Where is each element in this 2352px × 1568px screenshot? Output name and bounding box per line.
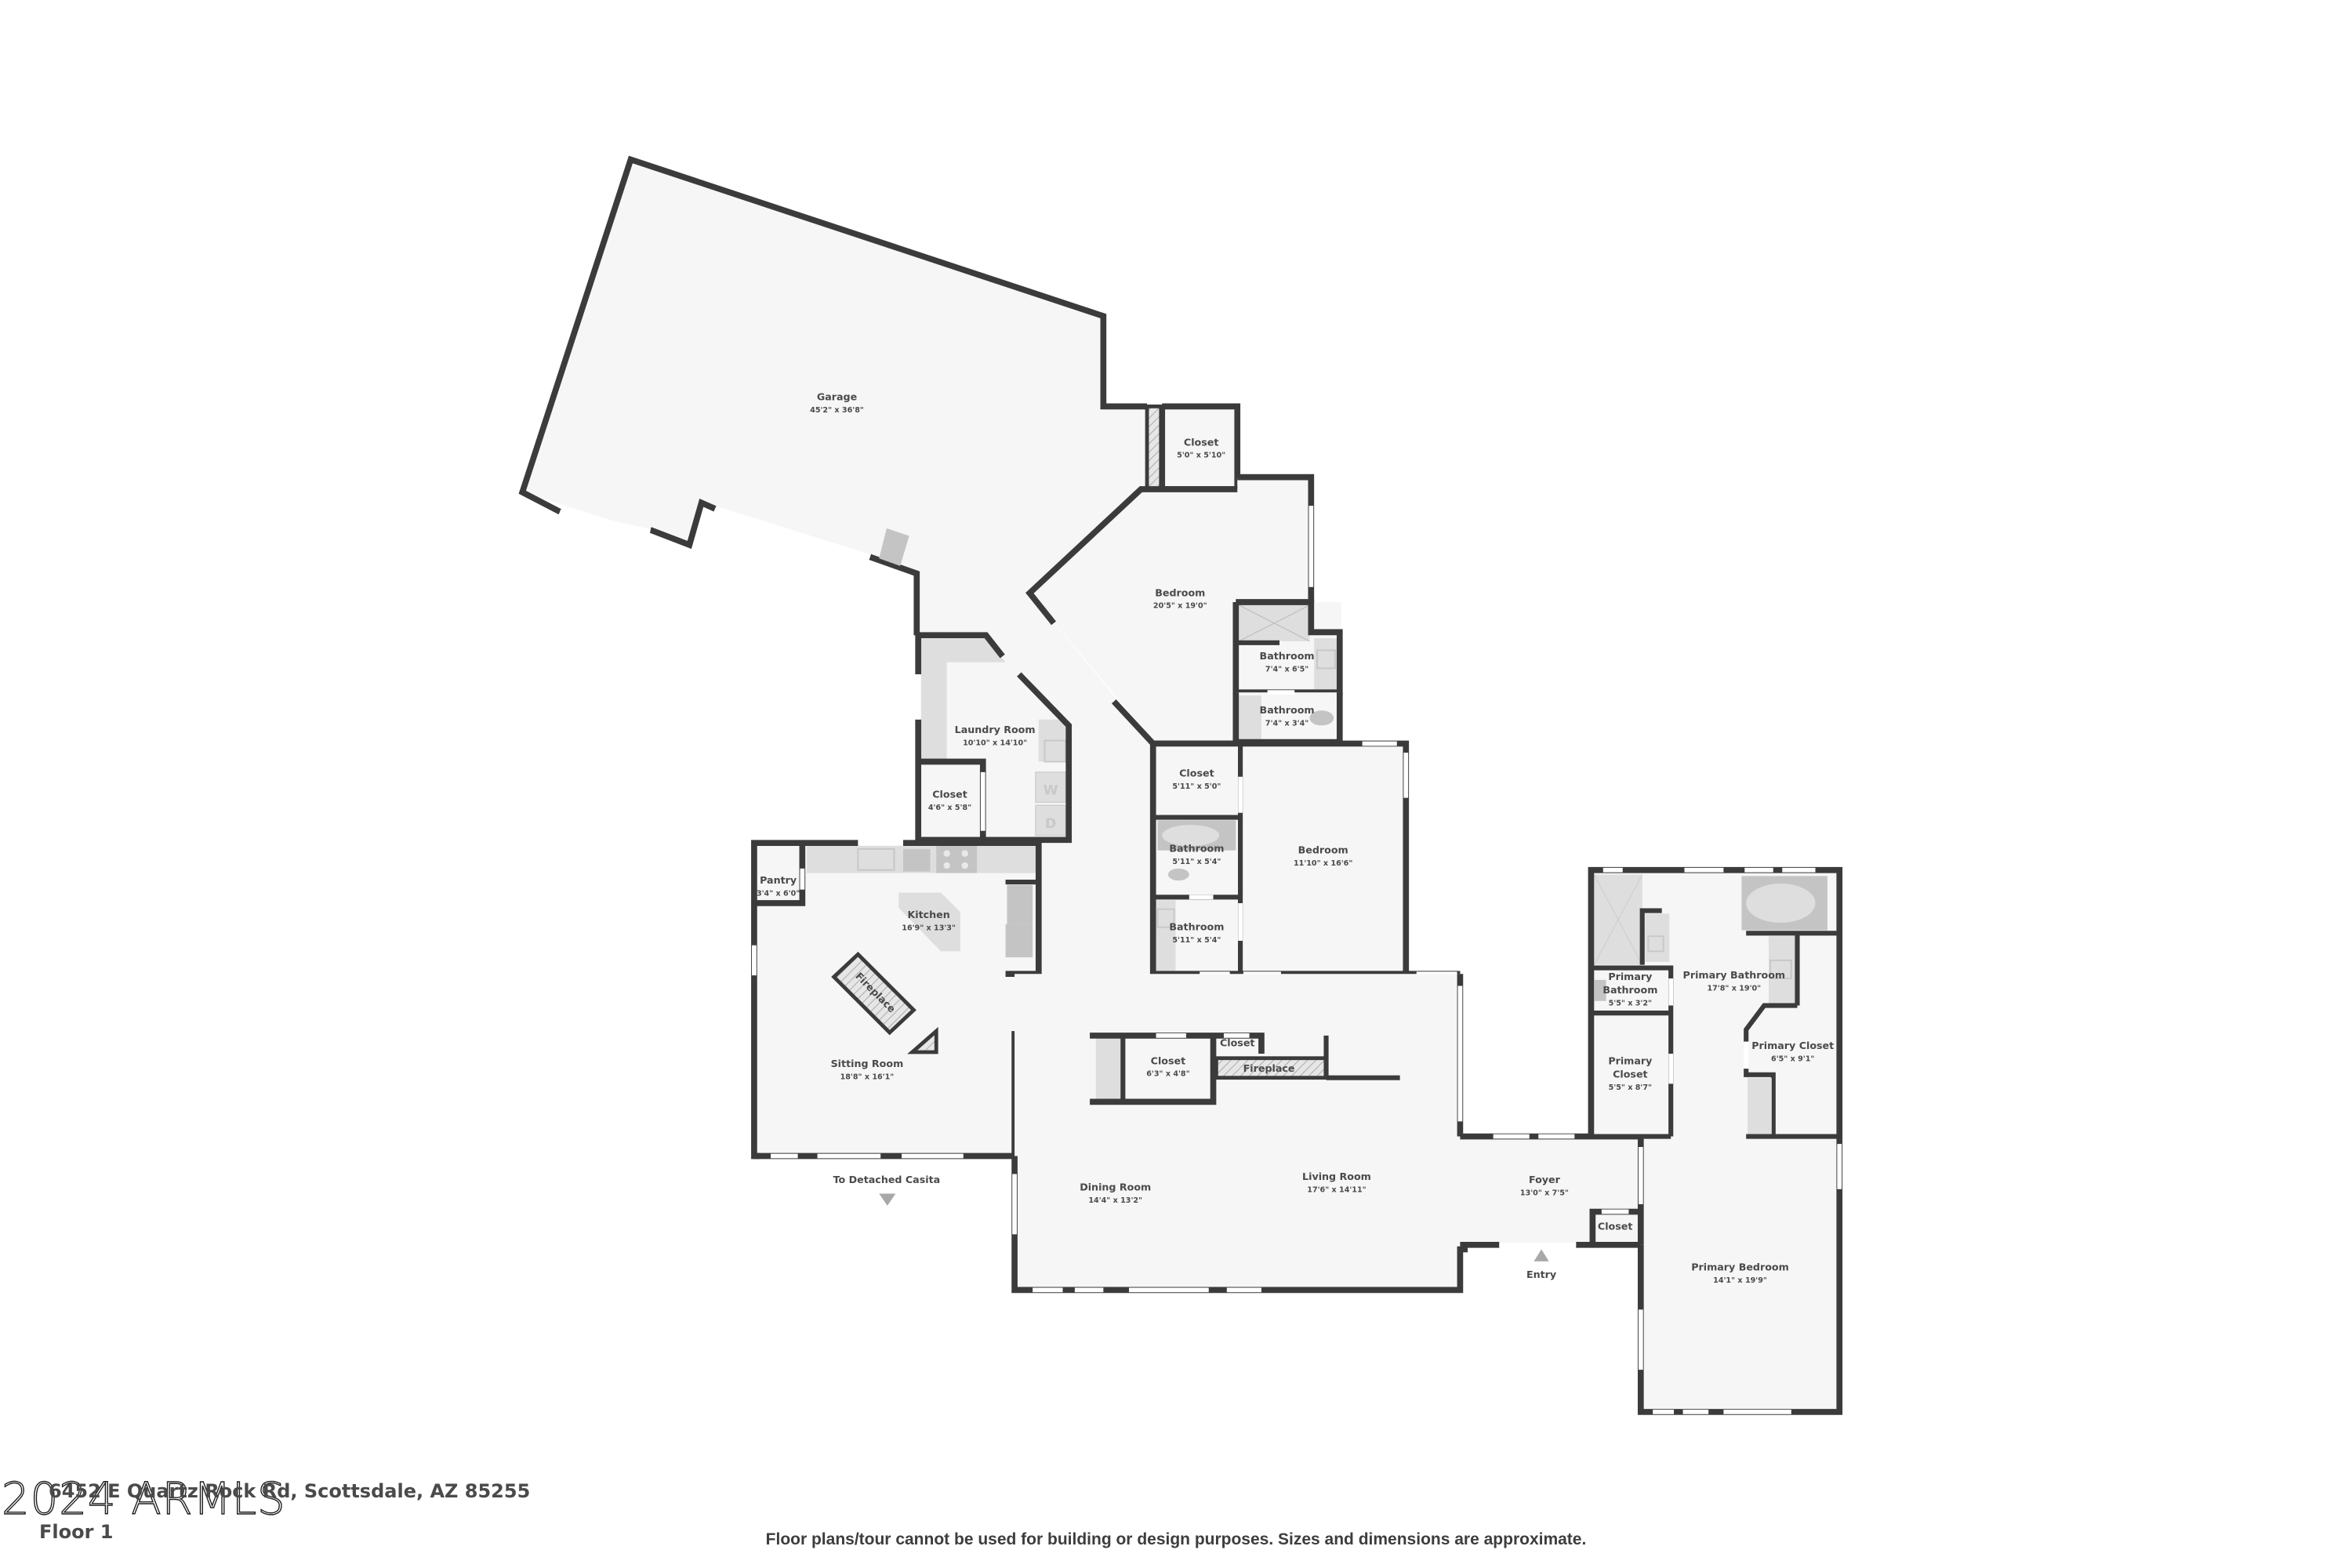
arrow-down-icon xyxy=(879,1193,896,1206)
bathroom-2: Bathroom 7'4" x 3'4" xyxy=(1232,690,1343,746)
bathroom-1-label: Bathroom xyxy=(1260,650,1315,662)
bedroom-1-dimensions: 20'5" x 19'0" xyxy=(1153,602,1207,611)
sitting-room-dimensions: 18'8" x 16'1" xyxy=(840,1073,895,1082)
living-room-label: Living Room xyxy=(1302,1171,1371,1182)
oven-icon xyxy=(1005,924,1033,958)
primary-closet-1-dimensions: 5'5" x 8'7" xyxy=(1609,1083,1652,1092)
disclaimer: Floor plans/tour cannot be used for buil… xyxy=(765,1530,1587,1548)
bathroom-1-dimensions: 7'4" x 6'5" xyxy=(1265,665,1308,673)
washer-label: W xyxy=(1044,783,1058,799)
primary-bathroom-small-label-2: Bathroom xyxy=(1602,984,1657,996)
garage-label: Garage xyxy=(817,391,857,403)
bathroom-3-dimensions: 5'11" x 5'4" xyxy=(1172,858,1221,866)
bathroom-4-dimensions: 5'11" x 5'4" xyxy=(1172,936,1221,945)
garage-room: Garage 45'2" x 36'8" xyxy=(518,155,1161,975)
bathtub-icon xyxy=(1162,825,1220,847)
cooktop-icon xyxy=(936,846,978,873)
bathroom-2-dimensions: 7'4" x 3'4" xyxy=(1265,719,1308,728)
closet-laundry-dimensions: 4'6" x 5'8" xyxy=(928,804,971,812)
garage-dimensions: 45'2" x 36'8" xyxy=(810,406,864,415)
bathroom-4-label: Bathroom xyxy=(1169,921,1224,933)
foyer-label: Foyer xyxy=(1529,1174,1561,1185)
arrow-up-icon xyxy=(1534,1249,1549,1261)
bathroom-3-label: Bathroom xyxy=(1169,843,1224,855)
primary-bathroom-label: Primary Bathroom xyxy=(1683,969,1786,981)
closet-laundry-label: Closet xyxy=(932,789,967,800)
laundry-room: W D Laundry Room 10'10" x 14'10" xyxy=(915,632,1073,844)
floor-label: Floor 1 xyxy=(39,1521,114,1543)
laundry-dimensions: 10'10" x 14'10" xyxy=(963,739,1027,747)
kitchen-dimensions: 16'9" x 13'3" xyxy=(902,924,956,933)
closet-foyer-label: Closet xyxy=(1598,1221,1633,1232)
dryer-label: D xyxy=(1045,816,1056,832)
pantry-dimensions: 3'4" x 6'0" xyxy=(757,889,800,898)
bedroom-2-wing: Closet 5'11" x 5'0" Bathroom 5'11" x 5'4… xyxy=(1152,740,1410,975)
laundry-label: Laundry Room xyxy=(955,724,1036,735)
closet-bedroom-2-dimensions: 5'11" x 5'0" xyxy=(1172,782,1221,791)
bathroom-1: Bathroom 7'4" x 6'5" xyxy=(1232,599,1343,696)
watermark: 2024 ARMLS xyxy=(1,1473,286,1525)
sink-icon xyxy=(1316,649,1336,670)
primary-bathroom-small-label-1: Primary xyxy=(1608,971,1653,982)
property-address: 6452 E Quartz Rock Rd, Scottsdale, AZ 85… xyxy=(49,1480,531,1502)
washer-icon xyxy=(1035,771,1067,804)
bedroom-2-dimensions: 11'10" x 16'6" xyxy=(1294,859,1352,868)
refrigerator-icon xyxy=(1007,884,1033,924)
dining-room-label: Dining Room xyxy=(1080,1181,1151,1193)
kitchen-sitting-area: Pantry 3'4" x 6'0" Kitchen 16'9" x 13'3"… xyxy=(751,840,1042,1160)
primary-closet-2-dimensions: 6'5" x 9'1" xyxy=(1771,1055,1814,1064)
closet-garage-dimensions: 5'0" x 5'10" xyxy=(1177,452,1225,460)
closet-living-dimensions: 6'3" x 4'8" xyxy=(1146,1070,1189,1079)
primary-closet-2-label: Primary Closet xyxy=(1751,1040,1834,1051)
primary-bathroom-small-dimensions: 5'5" x 3'2" xyxy=(1609,1000,1652,1008)
closet-laundry: Closet 4'6" x 5'8" xyxy=(918,758,986,840)
sink-icon xyxy=(1156,908,1175,928)
bathroom-2-label: Bathroom xyxy=(1260,704,1315,716)
toilet-icon xyxy=(1309,710,1334,726)
bathtub-icon xyxy=(1746,884,1816,923)
closet-garage: Closet 5'0" x 5'10" xyxy=(1145,403,1241,492)
primary-bedroom-dimensions: 14'1" x 19'9" xyxy=(1713,1276,1767,1285)
dining-room-dimensions: 14'4" x 13'2" xyxy=(1088,1196,1142,1205)
closet-living-label: Closet xyxy=(1151,1054,1186,1066)
sitting-room-label: Sitting Room xyxy=(831,1058,904,1069)
kitchen-sink-icon xyxy=(857,848,895,871)
dishwasher-icon xyxy=(903,848,931,872)
casita-direction-label: To Detached Casita xyxy=(833,1174,941,1185)
fireplace-living-label: Fireplace xyxy=(1243,1062,1295,1074)
entry-label: Entry xyxy=(1526,1269,1557,1280)
living-room-dimensions: 17'6" x 14'11" xyxy=(1307,1186,1366,1195)
sink-icon xyxy=(1647,935,1664,953)
closet-garage-label: Closet xyxy=(1184,436,1219,448)
closet-small-label: Closet xyxy=(1220,1036,1255,1048)
bedroom-1-label: Bedroom xyxy=(1155,586,1205,598)
foyer-dimensions: 13'0" x 7'5" xyxy=(1520,1189,1569,1197)
primary-bedroom-label: Primary Bedroom xyxy=(1691,1261,1789,1272)
kitchen-label: Kitchen xyxy=(907,909,949,920)
toilet-icon xyxy=(1167,868,1189,881)
foyer: Closet Foyer 13'0" x 7'5" xyxy=(1460,1133,1641,1248)
bedroom-2-label: Bedroom xyxy=(1298,844,1348,856)
primary-bathroom-dimensions: 17'8" x 19'0" xyxy=(1707,984,1761,993)
sink-icon xyxy=(1769,959,1792,979)
water-heater-icon xyxy=(879,528,909,566)
closet-bedroom-2-label: Closet xyxy=(1179,768,1214,779)
primary-closet-1-label-2: Closet xyxy=(1613,1069,1648,1080)
dining-living-area: Closet 6'3" x 4'8" Closet Fireplace Dini… xyxy=(1011,974,1468,1294)
primary-closet-1-label-1: Primary xyxy=(1608,1054,1653,1066)
pantry-label: Pantry xyxy=(760,874,797,886)
primary-suite: Primary Bathroom 5'5" x 3'2" Primary Clo… xyxy=(1588,866,1843,1415)
